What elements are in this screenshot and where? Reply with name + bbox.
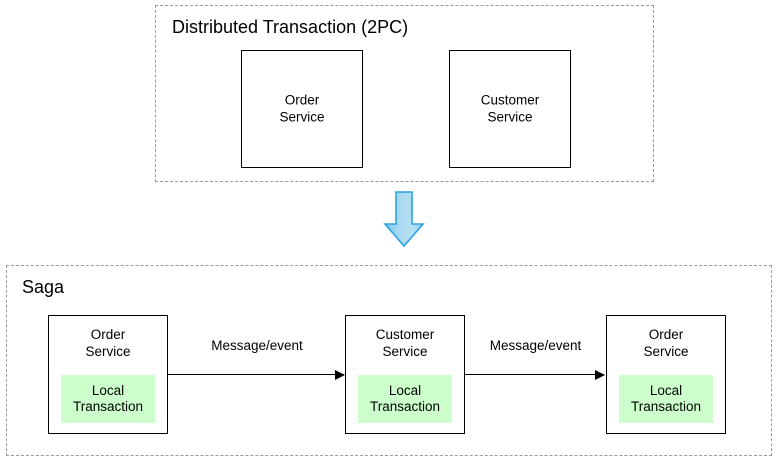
service-box-order-service-saga-1[interactable]: Order Service Local Transaction bbox=[48, 315, 168, 434]
service-box-label: Order Service bbox=[279, 92, 325, 125]
service-box-label: Order Service bbox=[85, 327, 131, 359]
message-arrow-1 bbox=[168, 369, 345, 380]
down-arrow-icon bbox=[383, 191, 425, 248]
service-box-customer-service-2pc[interactable]: Customer Service bbox=[449, 50, 571, 168]
service-box-order-service-saga-2[interactable]: Order Service Local Transaction bbox=[606, 315, 726, 434]
distributed-transaction-group bbox=[155, 5, 654, 182]
local-transaction-chip: Local Transaction bbox=[358, 375, 452, 423]
local-transaction-label: Local Transaction bbox=[630, 382, 702, 415]
local-transaction-label: Local Transaction bbox=[369, 382, 441, 415]
service-box-label: Customer Service bbox=[375, 327, 435, 359]
service-box-order-service-2pc[interactable]: Order Service bbox=[241, 50, 363, 168]
saga-title: Saga bbox=[22, 277, 65, 297]
saga-group bbox=[6, 265, 772, 456]
local-transaction-chip: Local Transaction bbox=[61, 375, 155, 423]
distributed-transaction-title: Distributed Transaction (2PC) bbox=[172, 17, 409, 37]
connector-label-2: Message/event bbox=[489, 338, 582, 353]
service-box-customer-service-saga[interactable]: Customer Service Local Transaction bbox=[345, 315, 465, 434]
message-arrow-2 bbox=[465, 369, 605, 380]
local-transaction-chip: Local Transaction bbox=[619, 375, 713, 423]
service-box-label: Order Service bbox=[643, 327, 689, 359]
service-box-label: Customer Service bbox=[480, 92, 540, 125]
local-transaction-label: Local Transaction bbox=[72, 382, 144, 415]
connector-label-1: Message/event bbox=[211, 338, 303, 353]
